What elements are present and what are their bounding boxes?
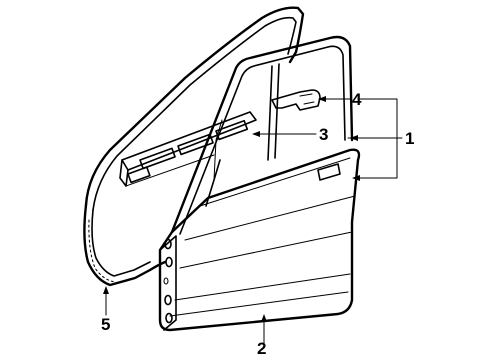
callout-5: 5 [101, 315, 110, 334]
callout-1: 1 [405, 129, 414, 148]
callout-leaders [103, 96, 403, 347]
callout-4: 4 [352, 90, 362, 109]
door-window-frame [170, 35, 354, 235]
door-inner-trim [119, 111, 257, 187]
window-channel-bracket [271, 89, 321, 111]
weatherstrip-seal [83, 6, 305, 287]
callout-3: 3 [319, 125, 328, 144]
callout-2: 2 [257, 339, 266, 358]
door-outer-panel [158, 148, 361, 332]
